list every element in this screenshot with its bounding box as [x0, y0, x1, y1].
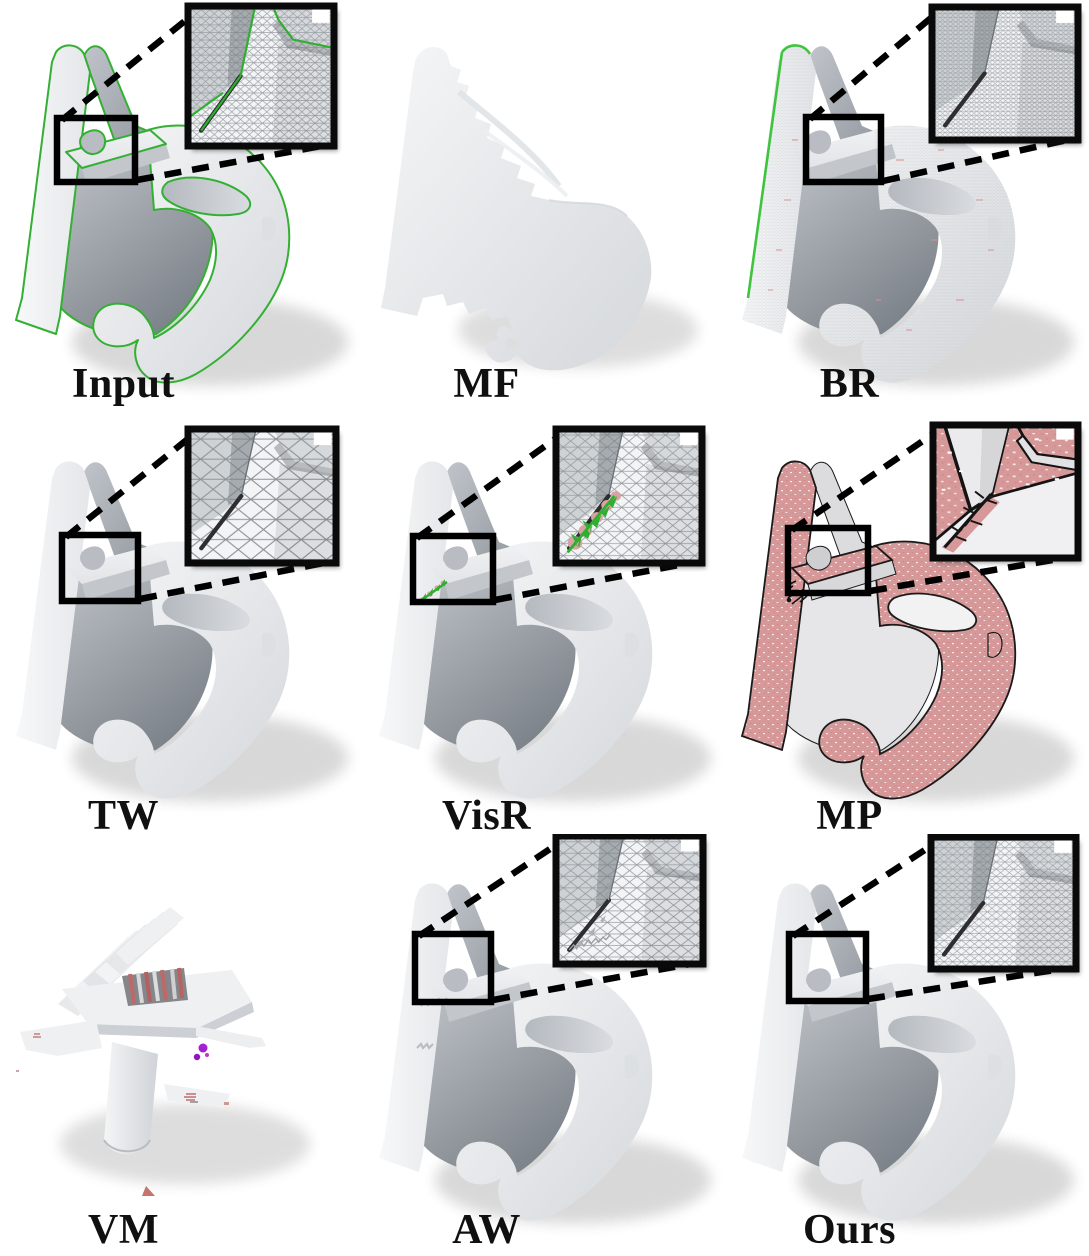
panel-label-vm: VM — [88, 1207, 159, 1253]
zoom-inset-ours — [927, 834, 1080, 974]
model-3d-letter-mf — [381, 47, 698, 371]
model-3d-letter-visr — [379, 425, 726, 834]
stepped-slabs — [58, 907, 184, 1016]
connector-dashed-line — [417, 838, 564, 939]
red-sliver-artifacts — [768, 139, 994, 331]
panel-label-mf: MF — [453, 361, 520, 407]
panel-vm: VM — [0, 834, 363, 1256]
zoom-region-box — [409, 532, 497, 606]
zoom-region-box — [802, 113, 885, 186]
panel-ours: Ours — [726, 834, 1089, 1256]
panel-label-input: Input — [72, 361, 175, 407]
connector-dashed-line — [59, 9, 199, 123]
panel-mp: MP — [726, 410, 1089, 839]
zoom-region-box — [58, 531, 142, 605]
connector-dashed-line — [791, 839, 939, 939]
zoom-region-box — [53, 114, 139, 186]
connector-dashed-line — [136, 140, 333, 184]
zoom-inset-aw — [552, 834, 707, 969]
model-3d-letter-ours — [742, 834, 1080, 1256]
connector-dashed-line — [882, 134, 1077, 185]
model-3d-letter-aw — [379, 834, 726, 1256]
zoom-inset-tw — [184, 425, 340, 568]
zoom-inset-input — [184, 2, 338, 151]
connector-dashed-line — [415, 431, 564, 541]
model-3d-letter-input — [15, 2, 363, 410]
stray-red-fragments — [16, 1070, 229, 1196]
zoom-inset-mp — [929, 421, 1082, 563]
model-3d-letter-br — [742, 3, 1082, 410]
panel-label-ours: Ours — [802, 1207, 897, 1253]
panel-br: BR — [726, 0, 1089, 410]
panel-input: Input — [0, 0, 363, 410]
panel-label-visr: VisR — [441, 793, 532, 839]
panel-mf: MF — [363, 0, 726, 410]
panel-label-tw: TW — [87, 793, 160, 839]
panel-tw: TW — [0, 410, 363, 839]
model-broken-vm — [16, 907, 310, 1196]
panel-label-aw: AW — [452, 1207, 521, 1253]
purple-blobs — [193, 1043, 209, 1061]
connector-dashed-line — [139, 557, 335, 603]
green-feature-edge — [746, 44, 812, 299]
model-3d-letter-tw — [16, 425, 363, 834]
red-striped-recess — [122, 967, 188, 1006]
panel-aw: AW — [363, 834, 726, 1256]
zoom-region-box — [785, 930, 870, 1005]
panel-visr: VisR — [363, 410, 726, 839]
zoom-inset-br — [928, 3, 1082, 145]
zoom-inset-visr — [552, 425, 706, 568]
connector-dashed-line — [790, 427, 941, 533]
zoom-region-box — [784, 524, 872, 597]
zoom-region-box — [411, 930, 495, 1006]
red-text-fragments — [184, 1093, 198, 1103]
model-3d-letter-mp — [741, 421, 1082, 834]
panel-label-br: BR — [819, 361, 880, 407]
panel-label-mp: MP — [816, 793, 883, 839]
